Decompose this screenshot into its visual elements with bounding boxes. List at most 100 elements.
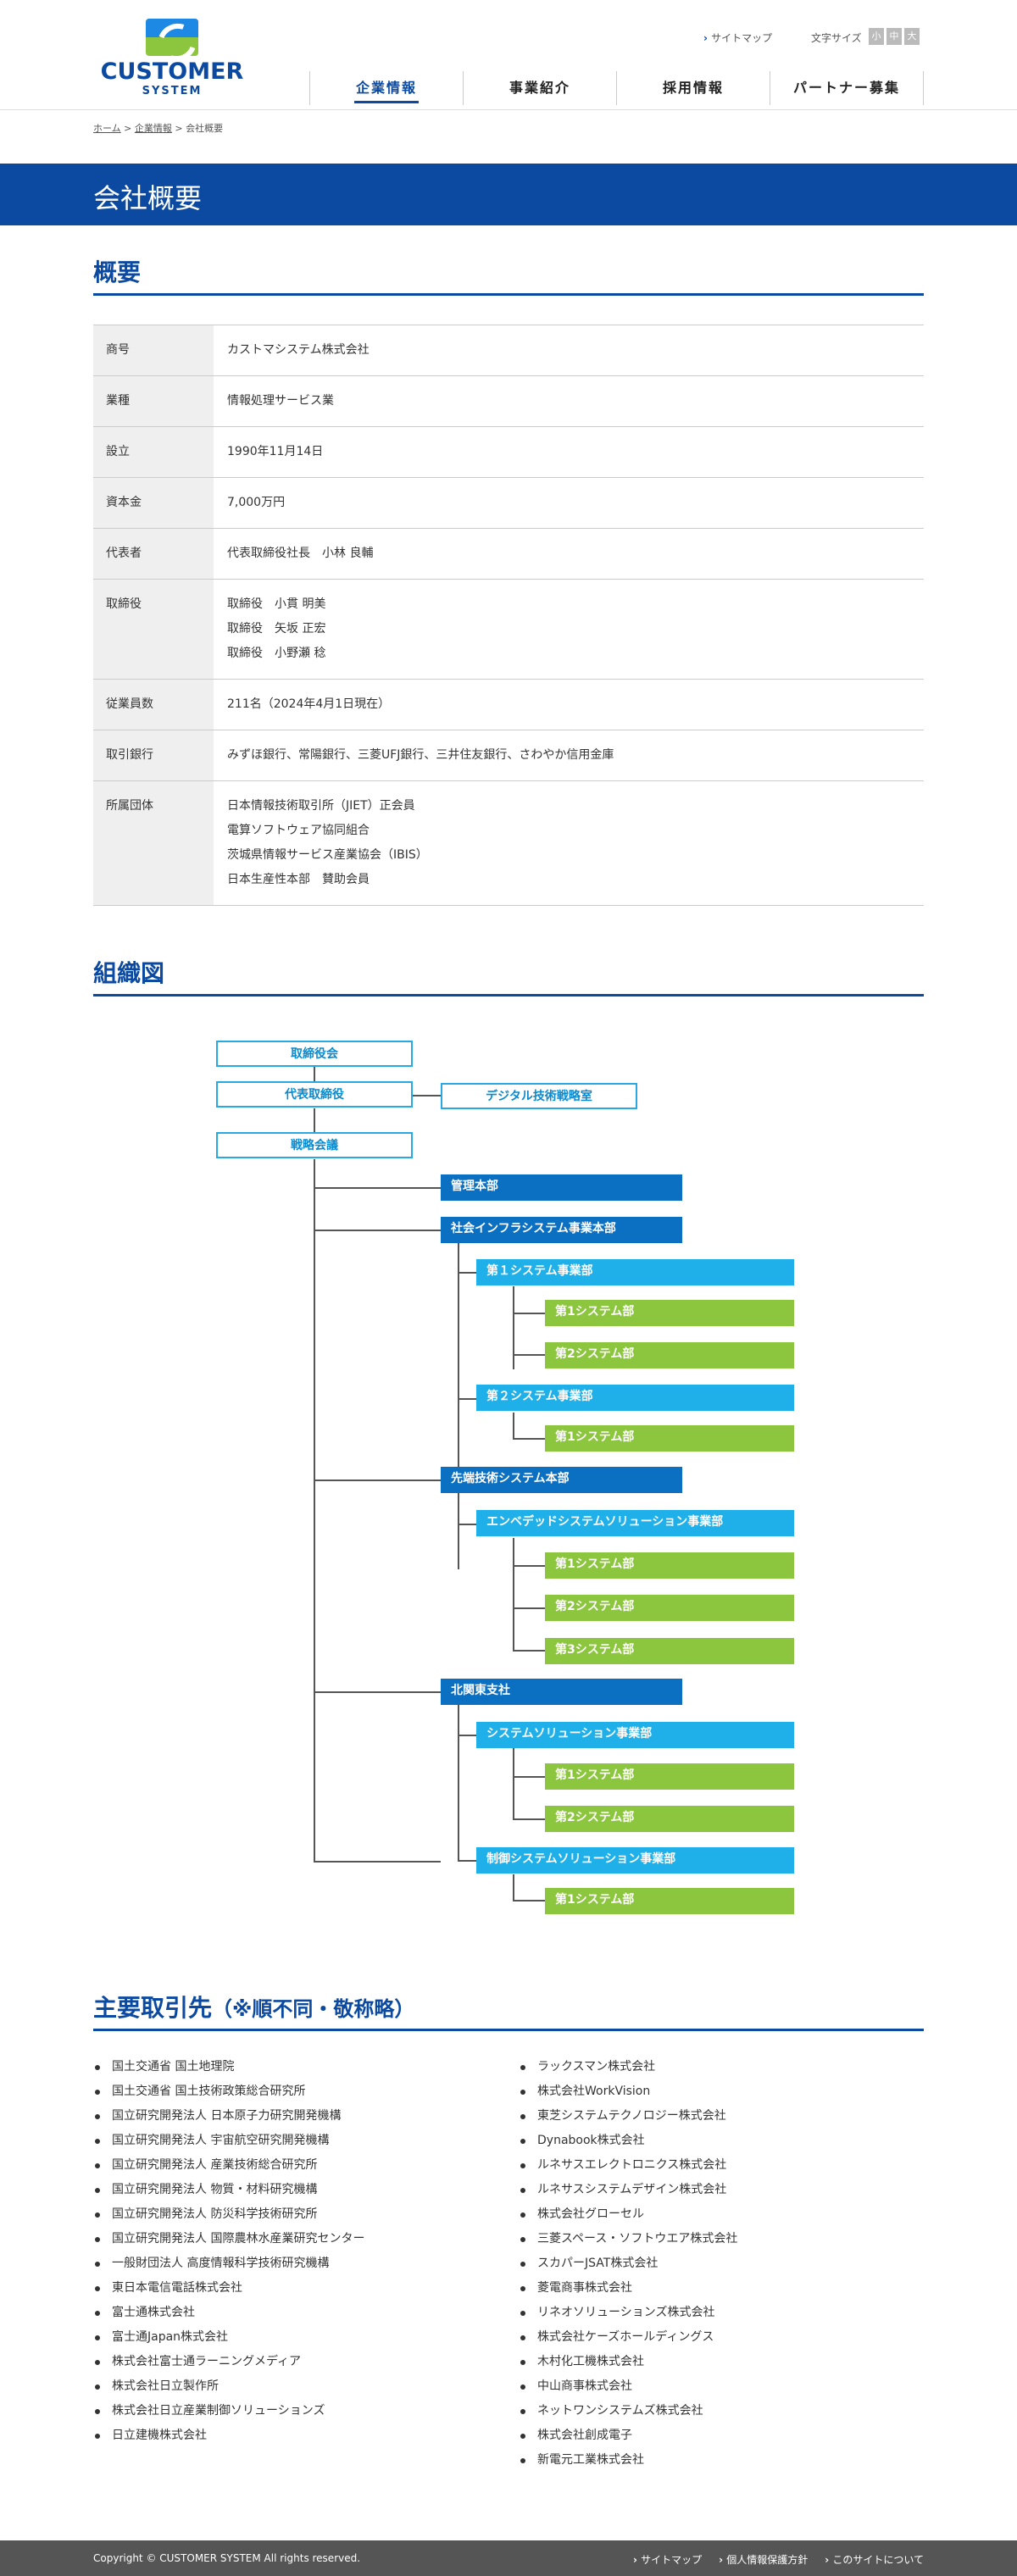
org-solution: システムソリューション事業部	[476, 1722, 794, 1748]
clients-heading-note: （※順不同・敬称略）	[212, 1997, 415, 2021]
client-item: 株式会社富士通ラーニングメディア	[93, 2350, 364, 2374]
org-emb-d1: 第1システム部	[545, 1552, 794, 1579]
overview-value-line: 情報処理サービス業	[227, 394, 334, 408]
client-item: ネットワンシステムズ株式会社	[519, 2399, 737, 2423]
client-item: 富士通Japan株式会社	[93, 2325, 364, 2350]
client-item: 一般財団法人 高度情報科学技術研究機構	[93, 2251, 364, 2276]
client-item: 国土交通省 国土地理院	[93, 2055, 364, 2079]
client-item: 東日本電信電話株式会社	[93, 2276, 364, 2301]
client-item: 国立研究開発法人 宇宙航空研究開発機構	[93, 2129, 364, 2153]
overview-row: 代表者代表取締役社長 小林 良輔	[93, 529, 924, 580]
overview-value: 211名（2024年4月1日現在）	[214, 680, 924, 730]
client-item: 株式会社ケーズホールディングス	[519, 2325, 737, 2350]
page-title: 会社概要	[93, 182, 203, 214]
org-embedded: エンベデッドシステムソリューション事業部	[476, 1510, 794, 1536]
breadcrumb-sep: >	[171, 123, 186, 134]
org-line	[314, 1067, 315, 1081]
org-infra-sys2-d1: 第1システム部	[545, 1425, 794, 1452]
breadcrumb-home[interactable]: ホーム	[93, 123, 121, 134]
overview-row: 取締役取締役 小貫 明美取締役 矢坂 正宏取締役 小野瀬 稔	[93, 580, 924, 680]
client-item: リネオソリューションズ株式会社	[519, 2301, 737, 2325]
client-item: 株式会社日立産業制御ソリューションズ	[93, 2399, 364, 2423]
org-line	[513, 1538, 514, 1652]
overview-value: 日本情報技術取引所（JIET）正会員電算ソフトウェア協同組合茨城県情報サービス産…	[214, 781, 924, 905]
overview-value-line: みずほ銀行、常陽銀行、三菱UFJ銀行、三井住友銀行、さわやか信用金庫	[227, 748, 614, 762]
client-item: 三菱スペース・ソフトウエア株式会社	[519, 2227, 737, 2251]
overview-value: 情報処理サービス業	[214, 376, 924, 426]
org-line	[314, 1108, 315, 1132]
clients-list-left: 国土交通省 国土地理院国土交通省 国土技術政策総合研究所国立研究開発法人 日本原…	[93, 2055, 364, 2448]
logo-text-sub: SYSTEM	[142, 85, 203, 97]
org-line	[513, 1650, 545, 1652]
overview-value: カストマシステム株式会社	[214, 325, 924, 375]
font-size-small-button[interactable]: 小	[869, 28, 884, 45]
overview-heading: 概要	[93, 254, 924, 296]
footer-link-sitemap[interactable]: サイトマップ	[633, 2552, 702, 2567]
page-title-band: 会社概要	[0, 164, 1017, 225]
org-line	[513, 1565, 545, 1567]
client-item: 国立研究開発法人 国際農林水産業研究センター	[93, 2227, 364, 2251]
client-item: 東芝システムテクノロジー株式会社	[519, 2104, 737, 2129]
org-sol-d2: 第2システム部	[545, 1806, 794, 1832]
org-line	[458, 1272, 476, 1274]
org-line	[513, 1354, 545, 1356]
org-line	[458, 1493, 459, 1525]
org-ctl-d1: 第1システム部	[545, 1888, 794, 1914]
nav-recruit[interactable]: 採用情報	[616, 71, 770, 105]
overview-row: 所属団体日本情報技術取引所（JIET）正会員電算ソフトウェア協同組合茨城県情報サ…	[93, 781, 924, 906]
client-item: 株式会社日立製作所	[93, 2374, 364, 2399]
overview-value-line: 日本生産性本部 賛助会員	[227, 873, 370, 886]
org-chart: 取締役会 代表取締役 デジタル技術戦略室 戦略会議 管理本部 社会インフラシステ…	[0, 1017, 1017, 1932]
font-size-medium-button[interactable]: 中	[886, 28, 902, 45]
client-item: 株式会社創成電子	[519, 2423, 737, 2448]
clients-heading-text: 主要取引先	[93, 1994, 213, 2022]
breadcrumb-corporate[interactable]: 企業情報	[134, 123, 172, 134]
sitemap-link[interactable]: サイトマップ	[703, 31, 772, 45]
org-line	[314, 1480, 441, 1481]
client-item: ルネサスシステムデザイン株式会社	[519, 2178, 737, 2202]
font-size-label: 文字サイズ	[811, 32, 862, 44]
org-board: 取締役会	[216, 1041, 413, 1067]
footer-link-about[interactable]: このサイトについて	[825, 2552, 924, 2567]
breadcrumb-current: 会社概要	[186, 123, 224, 134]
overview-value: 1990年11月14日	[214, 427, 924, 477]
org-line	[413, 1095, 441, 1096]
footer-link-privacy[interactable]: 個人情報保護方針	[719, 2552, 808, 2567]
overview-row: 商号カストマシステム株式会社	[93, 325, 924, 376]
nav-partner[interactable]: パートナー募集	[770, 71, 924, 105]
org-admin: 管理本部	[441, 1174, 682, 1201]
overview-value-line: 日本情報技術取引所（JIET）正会員	[227, 799, 415, 813]
client-item: 国立研究開発法人 日本原子力研究開発機構	[93, 2104, 364, 2129]
org-line	[314, 1159, 315, 1863]
client-item: 新電元工業株式会社	[519, 2448, 737, 2473]
org-heading: 組織図	[93, 955, 924, 997]
org-line	[458, 1524, 476, 1525]
overview-label: 従業員数	[93, 680, 214, 730]
org-infra-sys1-d2: 第2システム部	[545, 1342, 794, 1368]
org-line	[513, 1748, 514, 1820]
company-logo[interactable]: CUSTOMER SYSTEM	[100, 19, 244, 97]
org-line	[513, 1438, 545, 1440]
org-digital: デジタル技術戦略室	[441, 1083, 637, 1109]
org-line	[513, 1900, 545, 1901]
org-line	[458, 1860, 476, 1862]
overview-label: 設立	[93, 427, 214, 477]
org-line	[513, 1874, 514, 1901]
logo-text-main: CUSTOMER	[100, 58, 244, 85]
nav-corporate[interactable]: 企業情報	[309, 71, 463, 105]
org-advanced: 先端技術システム本部	[441, 1467, 682, 1493]
clients-heading: 主要取引先（※順不同・敬称略）	[93, 1990, 924, 2031]
font-size-large-button[interactable]: 大	[904, 28, 920, 45]
nav-business[interactable]: 事業紹介	[463, 71, 616, 105]
footer-links: サイトマップ 個人情報保護方針 このサイトについて	[633, 2552, 924, 2567]
client-item: スカパーJSAT株式会社	[519, 2251, 737, 2276]
overview-label: 取締役	[93, 580, 214, 679]
client-item: 国立研究開発法人 産業技術総合研究所	[93, 2153, 364, 2178]
overview-label: 資本金	[93, 478, 214, 528]
overview-value-line: 1990年11月14日	[227, 445, 324, 458]
site-header: CUSTOMER SYSTEM サイトマップ 文字サイズ 小 中 大 企業情報 …	[0, 0, 1017, 110]
